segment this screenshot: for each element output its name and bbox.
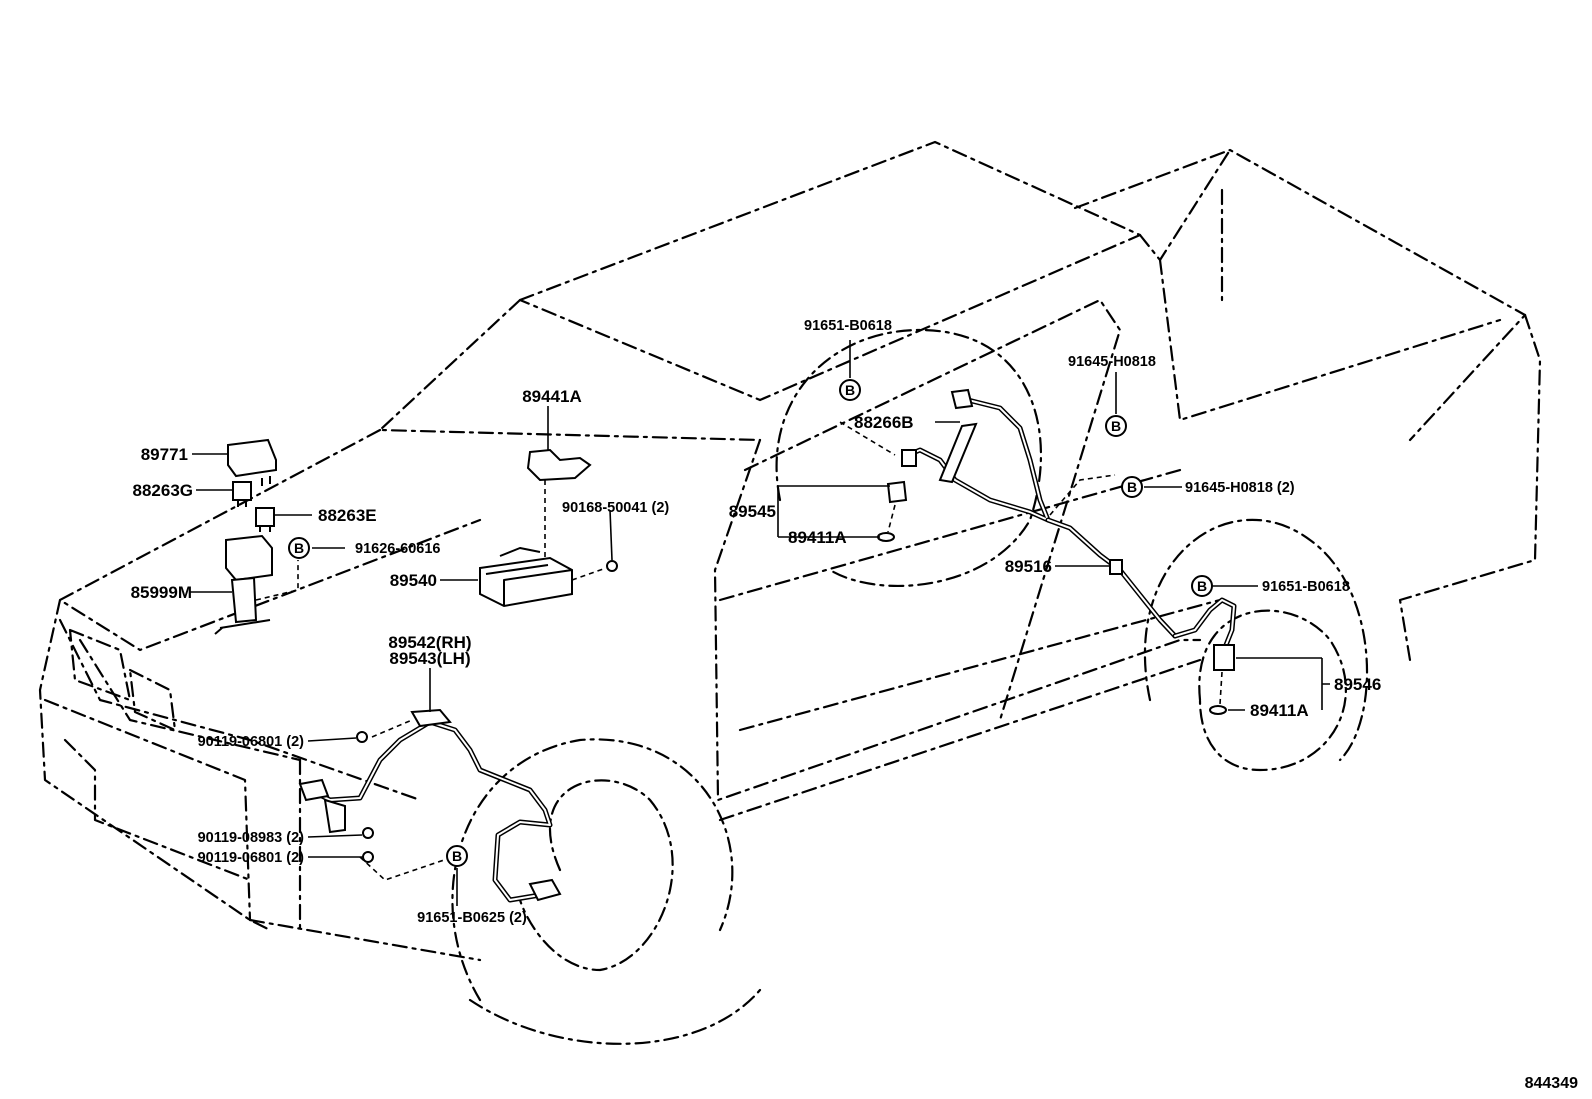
label-88263G: 88263G [133,481,194,500]
label-89441A: 89441A [522,387,582,406]
label-89411A-right: 89411A [1250,701,1309,720]
bolt-marker: B [1121,476,1143,498]
label-91651-B0625: 91651-B0625 (2) [417,910,527,926]
ecu-89540 [479,547,618,608]
svg-text:B: B [294,540,304,556]
label-90168-50041: 90168-50041 (2) [562,500,669,516]
bolt-marker: B [1105,415,1127,437]
label-90119-06801-b: 90119-06801 (2) [198,850,305,866]
label-85999M: 85999M [131,583,192,602]
svg-text:B: B [452,848,462,864]
label-89516: 89516 [1005,557,1052,576]
label-89543-lh: 89543(LH) [389,649,470,668]
bolt-marker: B [839,379,861,401]
rear-left-harness [839,388,1051,542]
relay-89771 [227,438,277,486]
leader-lines [190,340,1330,906]
label-89542-rh: 89542(RH) [388,633,471,652]
bolt-marker: B [1191,575,1213,597]
label-89771: 89771 [141,445,188,464]
label-90119-08983: 90119-08983 (2) [198,830,305,846]
label-89546: 89546 [1334,675,1381,694]
svg-text:B: B [1111,418,1121,434]
label-90119-06801-a: 90119-06801 (2) [198,734,305,750]
reference-number: 844349 [1525,1075,1578,1092]
sensor-85999M [214,534,299,635]
svg-text:B: B [1127,479,1137,495]
label-89411A-left: 89411A [788,528,847,547]
relay-88263G [232,481,252,507]
svg-text:B: B [1197,578,1207,594]
bolt-marker: B [288,537,310,559]
svg-text:B: B [845,382,855,398]
harness-89516 [1045,474,1178,639]
front-harness [298,708,562,903]
label-91651-B0618-right: 91651-B0618 [1262,579,1350,595]
label-91645-H0818-top: 91645-H0818 [1068,354,1156,370]
label-91626-60616: 91626-60616 [355,541,440,557]
rear-right-harness [1172,597,1237,715]
bracket-89441A [526,448,592,566]
label-89540: 89540 [390,571,437,590]
relay-88263E [255,507,275,532]
label-91651-B0618-top: 91651-B0618 [804,318,892,334]
label-91645-H0818-mid: 91645-H0818 (2) [1185,480,1295,496]
label-88266B: 88266B [854,413,914,432]
bolt-marker: B [446,845,468,867]
label-89545: 89545 [729,502,776,521]
part-labels: 89771 88263G 88263E 91626-60616 85999M 8… [131,318,1382,926]
label-88263E: 88263E [318,506,377,525]
